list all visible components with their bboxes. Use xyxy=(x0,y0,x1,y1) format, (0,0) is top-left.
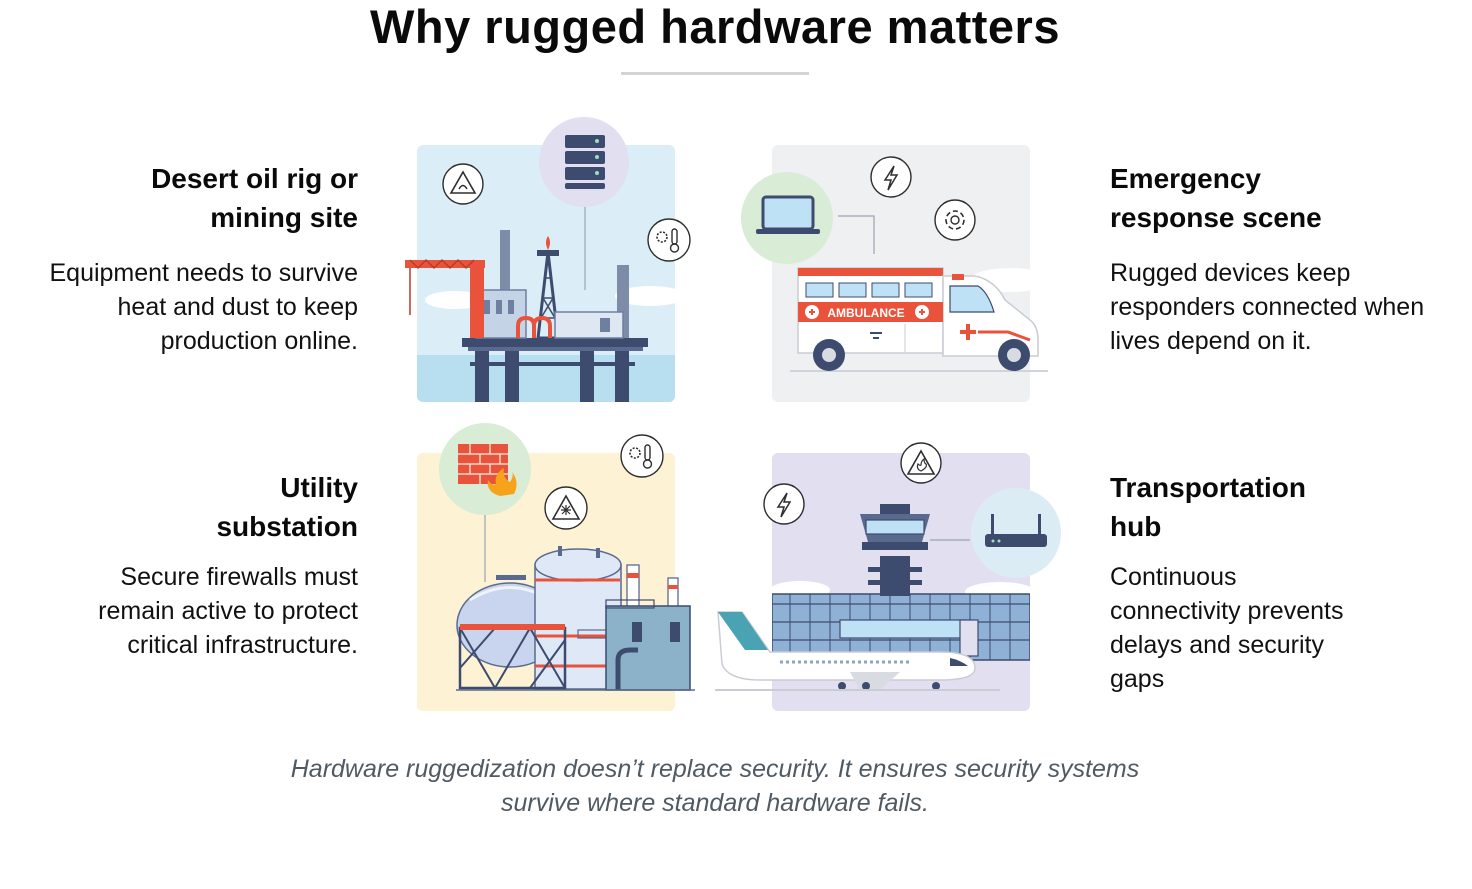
ambulance-label: AMBULANCE xyxy=(827,306,904,320)
card-description-line: Rugged devices keep xyxy=(1110,259,1351,287)
card-description-line: heat and dust to keep xyxy=(117,293,358,321)
emergency-scene: AMBULANCE xyxy=(741,145,1048,402)
card-description-line: Equipment needs to survive xyxy=(49,259,358,287)
card-heading-line: hub xyxy=(1110,511,1162,542)
card-heading-utility: Utility substation xyxy=(40,468,358,546)
card-description-line: remain active to protect xyxy=(98,597,358,625)
card-heading-line: mining site xyxy=(210,202,358,233)
card-description-line: delays and security xyxy=(1110,631,1325,659)
card-description-line: production online. xyxy=(160,327,358,355)
card-description-line: responders connected when xyxy=(1110,293,1425,321)
card-heading-line: Desert oil rig or xyxy=(151,163,358,194)
footer-note: Hardware ruggedization doesn’t replace s… xyxy=(290,755,1140,817)
card-description-line: connectivity prevents xyxy=(1110,597,1344,625)
page-title: Why rugged hardware matters xyxy=(370,0,1060,53)
card-heading-oil: Desert oil rig or mining site xyxy=(40,159,358,237)
card-heading-line: substation xyxy=(216,511,358,542)
card-description-utility: Secure firewalls must remain active to p… xyxy=(0,560,358,662)
transport-scene xyxy=(715,442,1061,711)
card-description-line: critical infrastructure. xyxy=(127,631,358,659)
card-heading-line: Utility xyxy=(280,472,358,503)
lightning-icon xyxy=(870,156,912,198)
card-description-line: gaps xyxy=(1110,665,1165,693)
shock-icon xyxy=(934,199,976,241)
utility-scene xyxy=(417,423,695,711)
oil-rig-scene xyxy=(405,117,691,402)
card-description-emergency: Rugged devices keep responders connected… xyxy=(1110,256,1470,358)
router-icon xyxy=(971,488,1061,578)
card-description-oil: Equipment needs to survive heat and dust… xyxy=(0,256,358,358)
temperature-gear-icon xyxy=(647,218,691,262)
card-heading-transport: Transportation hub xyxy=(1110,468,1450,546)
card-description-transport: Continuous connectivity prevents delays … xyxy=(1110,560,1450,696)
card-heading-line: Emergency xyxy=(1110,163,1261,194)
card-heading-emergency: Emergency response scene xyxy=(1110,159,1450,237)
hazard-icon xyxy=(442,163,484,205)
card-heading-line: response scene xyxy=(1110,202,1322,233)
title-divider xyxy=(621,72,809,75)
card-description-line: lives depend on it. xyxy=(1110,327,1312,355)
card-heading-line: Transportation xyxy=(1110,472,1307,503)
lightning-icon xyxy=(763,483,805,525)
temperature-gear-icon xyxy=(620,434,664,478)
card-description-line: Continuous xyxy=(1110,563,1237,591)
card-description-line: Secure firewalls must xyxy=(120,563,358,591)
